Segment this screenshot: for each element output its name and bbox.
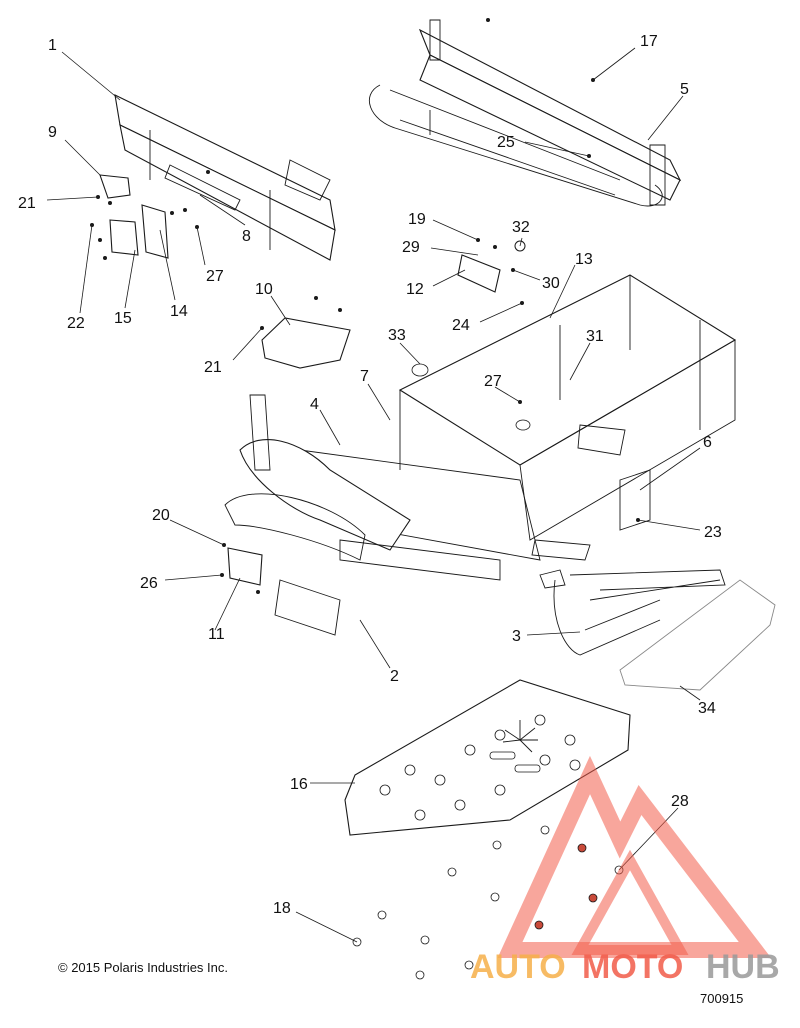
part-16-floor-pan [344,679,631,836]
leader-lines [46,47,701,943]
callout-2: 2 [390,668,399,685]
callout-4: 4 [310,396,319,413]
callout-30: 30 [542,275,560,292]
part-5-cargo-frame [368,19,682,207]
callout-31: 31 [586,328,604,345]
part-1-front-crossmember [114,94,336,261]
callout-24: 24 [452,317,470,334]
callout-8: 8 [242,228,251,245]
watermark-hub: HUB [706,948,780,986]
callout-6: 6 [703,434,712,451]
callout-17: 17 [640,33,658,50]
callout-7: 7 [360,368,369,385]
watermark-moto: MOTO [582,948,683,986]
callout-13: 13 [575,251,593,268]
callout-29: 29 [402,239,420,256]
callout-21: 21 [18,195,36,212]
callout-19: 19 [408,211,426,228]
part-15-bracket [109,219,139,256]
part-10-plate [261,317,351,369]
callout-27b: 27 [484,373,502,390]
callout-5: 5 [680,81,689,98]
watermark-logo [497,755,772,958]
copyright-text: © 2015 Polaris Industries Inc. [58,960,228,975]
part-9-bracket [99,174,131,199]
part-12-bracket [457,254,501,293]
callout-10: 10 [255,281,273,298]
callout-3: 3 [512,628,521,645]
callout-12: 12 [406,281,424,298]
callout-33: 33 [388,327,406,344]
callout-14: 14 [170,303,188,320]
callout-16: 16 [290,776,308,793]
part-11-bracket [227,547,263,586]
figure-number: 700915 [700,991,744,1006]
watermark-triangle-icon [497,755,772,958]
part-34-skid-panel [619,579,776,691]
main-chassis [224,274,737,636]
callout-23: 23 [704,524,722,541]
callout-18: 18 [273,900,291,917]
part-3-rear-frame [539,569,726,656]
callout-1: 1 [48,37,57,54]
callout-20: 20 [152,507,170,524]
callout-28: 28 [671,793,689,810]
callout-15: 15 [114,310,132,327]
callout-25: 25 [497,134,515,151]
callout-32: 32 [512,219,530,236]
callout-11: 11 [208,626,225,643]
callout-34: 34 [698,700,716,717]
callout-27: 27 [206,268,224,285]
callout-26: 26 [140,575,158,592]
callout-numbers: 1 17 5 9 25 21 8 27 14 22 15 19 32 29 30… [18,33,722,917]
callout-9: 9 [48,124,57,141]
callout-22: 22 [67,315,85,332]
callout-21b: 21 [204,359,222,376]
floor-pan-clips [352,825,624,980]
part-14-plate [141,204,169,259]
watermark-auto: AUTO [470,948,566,986]
